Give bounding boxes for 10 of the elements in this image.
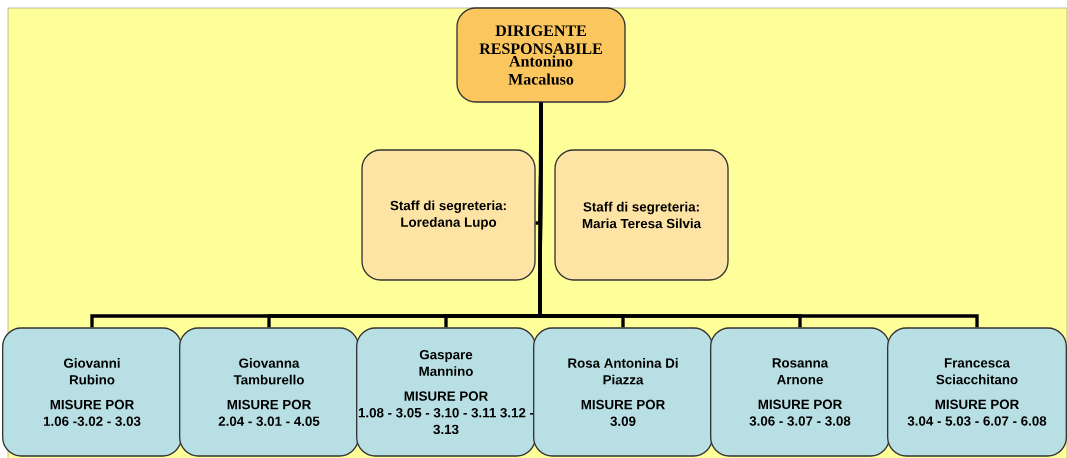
person-box: Rosanna Arnone MISURE POR 3.06 - 3.07 - 3.08 [710,327,890,457]
person-box: Francesca Sciacchitano MISURE POR 3.04 - 5.03 - 6.07 - 6.08 [887,327,1067,457]
person-box: Gaspare Mannino MISURE POR 1.08 - 3.05 - 3.10 - 3.11 3.12 - 3.13 [356,327,536,457]
staff-box: Staff di segreteria: Maria Teresa Silvia [554,149,729,281]
connector-line [538,102,979,328]
staff-box: Staff di segreteria: Loredana Lupo [361,149,536,281]
person-box: Rosa Antonina Di Piazza MISURE POR 3.09 [533,327,713,457]
manager-box: DIRIGENTE RESPONSABILE Antonino Macaluso [456,7,626,103]
person-box: Giovanna Tamburello MISURE POR 2.04 - 3.01 - 4.05 [179,327,359,457]
person-box: Giovanni Rubino MISURE POR 1.06 -3.02 - 3.03 [2,327,182,457]
